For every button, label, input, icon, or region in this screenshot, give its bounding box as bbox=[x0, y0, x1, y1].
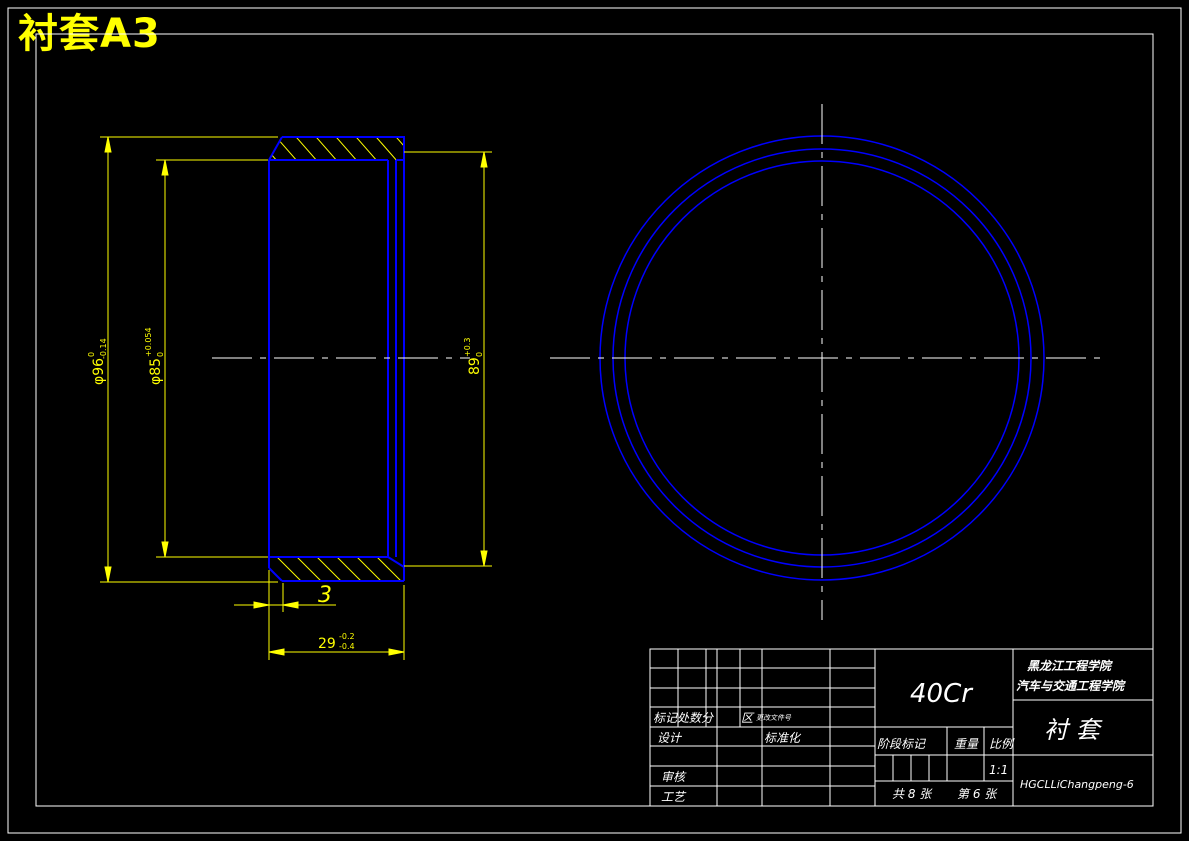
weight-label: 重量 bbox=[954, 737, 979, 751]
length-upper: -0.2 bbox=[339, 632, 355, 641]
title-block-text: 40Cr 黑龙江工程学院 汽车与交通工程学院 衬 套 HGCLLiChangpe… bbox=[653, 659, 1134, 804]
chamfer-dimension: 3 bbox=[318, 583, 332, 608]
dimension-texts: φ96 0 -0.14 φ85 +0.054 0 89 +0.3 0 3 29 … bbox=[87, 327, 484, 652]
scale-value: 1:1 bbox=[989, 763, 1008, 777]
drawing-code: HGCLLiChangpeng-6 bbox=[1020, 778, 1134, 791]
outer-diameter-upper: 0 bbox=[87, 352, 96, 357]
bore-diameter-upper: +0.3 bbox=[463, 338, 472, 357]
inner-diameter-base: φ85 bbox=[148, 358, 164, 385]
scale-label: 比例 bbox=[989, 737, 1015, 751]
length-lower: -0.4 bbox=[339, 642, 355, 651]
outer-diameter-lower: -0.14 bbox=[99, 338, 108, 359]
stage-mark-label: 阶段标记 bbox=[877, 737, 926, 751]
length-base: 29 bbox=[318, 636, 336, 652]
design-label: 设计 bbox=[657, 731, 683, 745]
top-hatch bbox=[269, 137, 404, 160]
revision-label: 标记处数分 bbox=[653, 711, 714, 725]
end-view bbox=[550, 104, 1104, 620]
outer-frame bbox=[7, 7, 1182, 834]
bore-diameter-lower: 0 bbox=[475, 352, 484, 357]
inner-diameter-upper: +0.054 bbox=[144, 327, 153, 357]
bore-diameter-base: 89 bbox=[467, 357, 483, 375]
section-outline bbox=[268, 136, 405, 582]
review-label: 审核 bbox=[661, 770, 687, 784]
material-label: 40Cr bbox=[910, 679, 974, 709]
school-line-2: 汽车与交通工程学院 bbox=[1016, 679, 1126, 693]
dimension-lines bbox=[100, 136, 492, 660]
part-name: 衬 套 bbox=[1044, 716, 1103, 744]
file-no-label: 更改文件号 bbox=[756, 714, 792, 722]
standardize-label: 标准化 bbox=[764, 731, 802, 745]
title-block-grid bbox=[649, 648, 1154, 807]
inner-frame bbox=[35, 33, 1154, 807]
section-view bbox=[212, 136, 470, 582]
outer-diameter-base: φ96 bbox=[91, 358, 107, 385]
sheet-current: 第 6 张 bbox=[957, 787, 998, 801]
zone-label: 区 bbox=[741, 711, 755, 725]
process-label: 工艺 bbox=[661, 790, 687, 804]
school-line-1: 黑龙江工程学院 bbox=[1027, 659, 1113, 673]
sheet-total: 共 8 张 bbox=[892, 787, 933, 801]
inner-diameter-lower: 0 bbox=[156, 352, 165, 357]
